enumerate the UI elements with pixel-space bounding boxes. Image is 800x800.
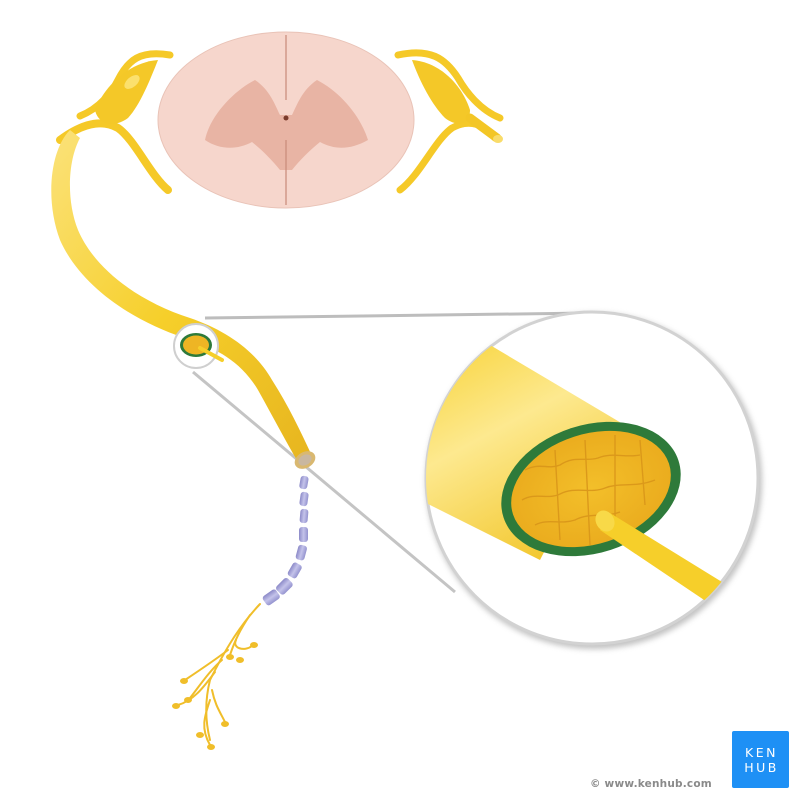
small-magnifier bbox=[173, 323, 224, 369]
myelin-sheath-segments bbox=[262, 475, 309, 606]
axon-terminals bbox=[177, 603, 261, 746]
logo-line-2: HUB bbox=[744, 759, 779, 775]
axon-large bbox=[600, 513, 735, 612]
spinal-nerve bbox=[51, 130, 313, 462]
left-dorsal-root-ganglion bbox=[95, 60, 158, 124]
copyright-text: © www.kenhub.com bbox=[590, 778, 712, 790]
right-dorsal-root-ganglion bbox=[412, 60, 470, 124]
synaptic-boutons bbox=[172, 642, 258, 750]
spinal-cord-cross-section bbox=[157, 31, 415, 209]
nerve-fascicles bbox=[511, 430, 671, 548]
logo-line-1: KEN bbox=[745, 744, 778, 760]
kenhub-logo[interactable]: KEN HUB bbox=[732, 731, 789, 788]
magnifier-connector-lines bbox=[192, 311, 591, 594]
central-canal bbox=[283, 115, 289, 121]
large-magnifier bbox=[424, 310, 762, 649]
gray-matter bbox=[205, 80, 368, 170]
right-spinal-nerve-stump bbox=[465, 113, 502, 143]
